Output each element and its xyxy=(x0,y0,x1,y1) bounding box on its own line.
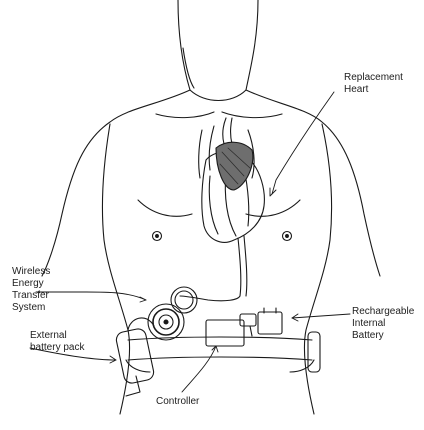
label-line: Controller xyxy=(156,396,199,408)
controller-unit xyxy=(206,314,256,346)
label-line: Transfer xyxy=(12,290,50,302)
external-battery-pack xyxy=(115,318,155,396)
label-line: Wireless xyxy=(12,266,50,278)
label-line: Heart xyxy=(344,84,403,96)
label-line: Battery xyxy=(352,330,414,342)
label-line: System xyxy=(12,302,50,314)
label-rechargeable-internal-battery: Rechargeable Internal Battery xyxy=(352,306,414,342)
nipples xyxy=(153,232,292,241)
label-line: External xyxy=(30,330,84,342)
neck xyxy=(178,0,258,101)
label-line: Replacement xyxy=(344,72,403,84)
label-controller: Controller xyxy=(156,396,199,408)
replacement-heart xyxy=(199,118,265,296)
internal-battery xyxy=(258,308,282,334)
label-line: Energy xyxy=(12,278,50,290)
label-line: battery pack xyxy=(30,342,84,354)
label-line: Internal xyxy=(352,318,414,330)
belt xyxy=(126,337,314,372)
label-replacement-heart: Replacement Heart xyxy=(344,72,403,96)
label-wireless-energy-transfer: Wireless Energy Transfer System xyxy=(12,266,50,314)
energy-transfer-coils xyxy=(148,287,197,340)
energy-wire xyxy=(180,296,240,301)
label-external-battery-pack: External battery pack xyxy=(30,330,84,354)
label-line: Rechargeable xyxy=(352,306,414,318)
